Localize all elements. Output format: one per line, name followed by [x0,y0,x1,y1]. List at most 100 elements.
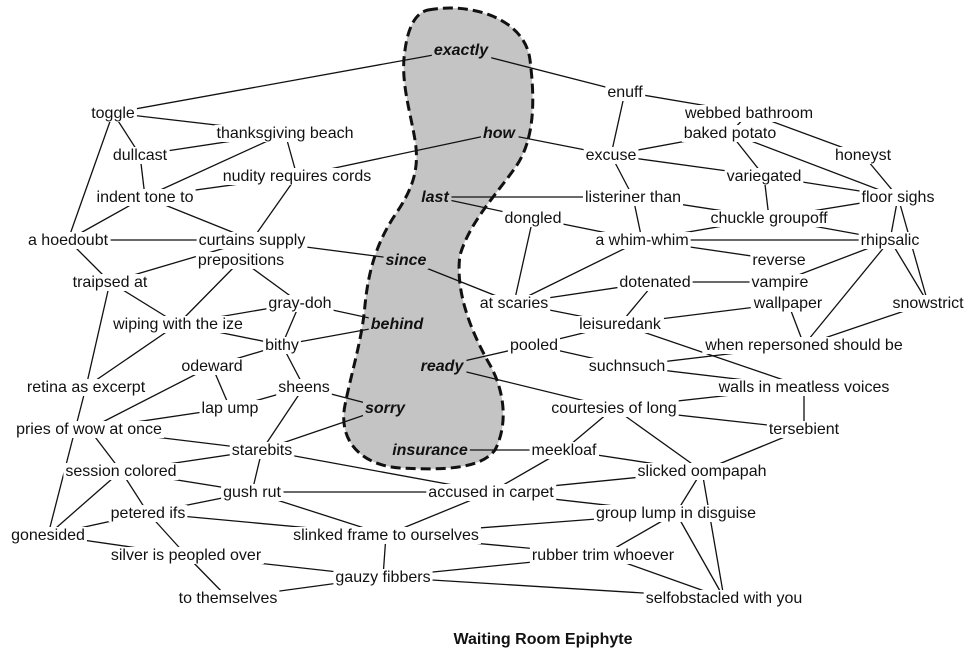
node-label-background [529,547,677,564]
node-label: vampire [752,274,809,291]
node-toggle: toggle [89,105,137,122]
node-suchnsuch: suchnsuch [586,358,668,375]
node-label: suchnsuch [589,358,666,375]
node-label-background [214,125,356,142]
node-slinked: slinked frame to ourselves [291,527,481,544]
node-walls: walls in meatless voices [715,379,892,396]
node-listeriner: listeriner than [582,189,684,206]
node-prepositions: prepositions [195,252,287,269]
node-grouplump: group lump in disguise [593,505,759,522]
node-atscaries: at scaries [477,295,551,312]
node-behind: behind [368,316,427,333]
edge-grouplump-selfobstacled [675,512,725,599]
node-label-background [176,590,280,607]
node-honeyst: honeyst [832,147,894,164]
node-label-background [715,379,892,396]
node-label-background [593,505,759,522]
node-label: tersebient [769,421,840,438]
node-label-background [593,232,691,249]
edge-session-gonesided [47,470,122,536]
node-lapump: lap ump [199,400,261,417]
node-label-background [708,210,831,227]
node-repersoned: when repersoned should be [702,337,905,354]
node-label-background [14,421,165,438]
edge-floorsighs-snowstrict [897,196,929,304]
node-label: sheens [278,379,330,396]
edge-sheens-starebits [261,386,305,451]
node-dotenated: dotenated [617,274,693,291]
node-indent: indent tone to [94,189,196,206]
node-label: group lump in disguise [596,505,756,522]
node-label-background [582,189,684,206]
node-label-background [586,358,668,375]
node-label-background [195,252,287,269]
node-label: chuckle groupoff [710,210,828,227]
node-label: wiping with the ize [112,316,243,333]
node-label-background [766,421,842,438]
node-label-background [858,232,922,249]
node-label: snowstrict [892,295,964,312]
node-label: enuff [607,84,643,101]
node-label: accused in carpet [428,484,554,501]
node-petered: petered ifs [108,505,188,522]
node-sorry: sorry [362,400,409,417]
node-label: session colored [65,463,176,480]
node-label-background [108,505,188,522]
node-label: to themselves [179,590,278,607]
node-label-background [108,547,264,564]
node-label-background [25,232,111,249]
node-label-background [617,274,693,291]
node-accused: accused in carpet [426,484,557,501]
node-label-background [63,463,179,480]
node-vampire: vampire [749,274,811,291]
node-label-background [220,168,374,185]
node-label-background [266,295,334,312]
node-label: odeward [181,358,242,375]
node-label: gonesided [11,527,85,544]
node-label-background [832,147,894,164]
node-label-background [110,147,170,164]
node-label: pooled [510,337,558,354]
node-label-background [507,337,561,354]
node-since: since [383,252,429,269]
node-label: prepositions [198,252,284,269]
node-label-background [89,105,137,122]
edge-baked-floorsighs [729,132,899,198]
node-label-background [529,442,600,459]
node-label-background [362,400,409,417]
edge-prepositions-wiping [177,259,242,325]
node-label: starebits [232,442,292,459]
node-label: excuse [586,147,637,164]
edge-thanksgiving-indent [144,132,286,198]
node-label: curtains supply [199,232,306,249]
shaded-region [342,6,535,471]
node-label: a whim-whim [595,232,688,249]
node-label: thanksgiving beach [217,125,354,142]
node-label-background [110,316,246,333]
node-label: honeyst [835,147,892,164]
node-chuckle: chuckle groupoff [708,210,831,227]
node-label-background [481,125,519,142]
node-label: meekloaf [532,442,597,459]
node-label-background [9,527,87,544]
node-whimwhim: a whim-whim [593,232,691,249]
node-label-background [368,316,427,333]
node-tersebient: tersebient [766,421,842,438]
edge-courtesies-slicked [613,407,703,472]
node-label-background [502,210,564,227]
node-how: how [481,125,519,142]
node-label-background [229,442,295,459]
node-session: session colored [63,463,179,480]
node-label: dongled [505,210,562,227]
node-leisuredank: leisuredank [577,316,664,333]
node-label-background [179,358,245,375]
edge-whimwhim-atscaries [513,239,643,304]
node-label-background [263,337,301,354]
node-label: silver is peopled over [111,547,262,564]
node-label: selfobstacled with you [646,590,803,607]
node-label: slinked frame to ourselves [293,527,479,544]
node-graydoh: gray-doh [266,295,334,312]
node-pries: pries of wow at once [14,421,165,438]
node-label: variegated [727,168,802,185]
edge-nudity-curtains [251,175,298,241]
